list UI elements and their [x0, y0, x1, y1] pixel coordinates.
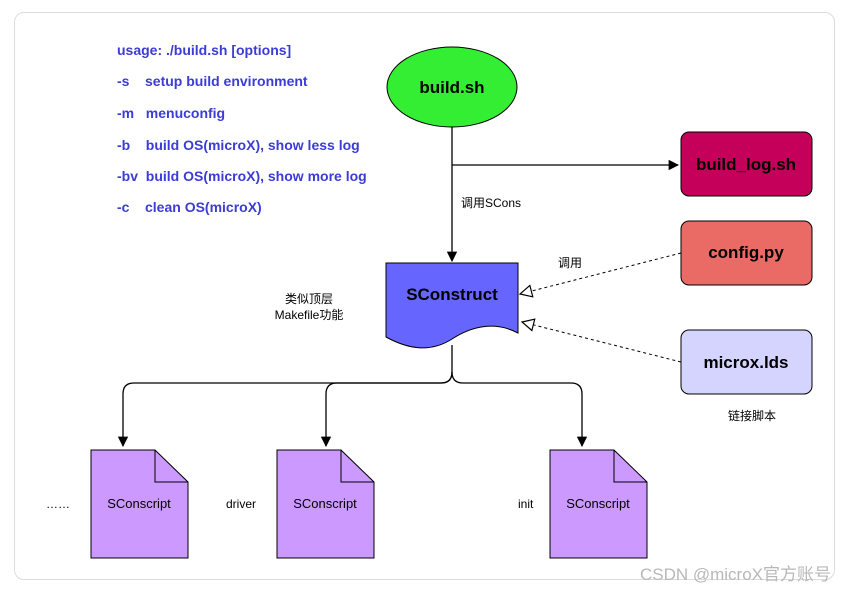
node-config-py-label: config.py [708, 243, 784, 262]
arrow-config-to-sconstruct [520, 252, 682, 294]
label-makefile-line1: 类似顶层 [285, 292, 333, 306]
node-sconscript-label: SConscript [566, 496, 630, 511]
label-link-script: 链接脚本 [728, 408, 776, 423]
label-driver: driver [226, 497, 256, 511]
arrow-sconstruct-to-sconscript-1 [117, 345, 453, 448]
arrow-sconstruct-to-sconscript-2 [320, 371, 453, 448]
label-call-scons: 调用SCons [461, 196, 521, 210]
node-sconscript-1: SConscript [90, 449, 189, 559]
node-sconscript-label: SConscript [293, 496, 357, 511]
node-build-log-label: build_log.sh [696, 155, 796, 174]
label-dots: …… [46, 497, 70, 511]
usage-text-block: usage: ./build.sh [options] -s setup bui… [117, 42, 367, 215]
usage-line: -c clean OS(microX) [117, 199, 262, 215]
node-microx-lds-label: microx.lds [703, 353, 788, 372]
label-makefile-line2: Makefile功能 [275, 308, 344, 322]
node-build-log-sh: build_log.sh [680, 131, 813, 197]
usage-line: -b build OS(microX), show less log [117, 137, 360, 153]
connectors [117, 127, 682, 448]
arrow-sconstruct-to-sconscript-3 [451, 371, 588, 448]
node-sconscript-label: SConscript [107, 496, 171, 511]
usage-line: -m menuconfig [117, 105, 225, 121]
usage-line: -s setup build environment [117, 73, 308, 89]
node-config-py: config.py [680, 220, 813, 286]
label-init: init [518, 497, 534, 511]
watermark: CSDN @microX官方账号 [640, 565, 831, 584]
node-sconstruct-label: SConstruct [406, 285, 498, 304]
usage-line: usage: ./build.sh [options] [117, 42, 291, 58]
node-sconscript-2: SConscript [276, 449, 375, 559]
arrow-lds-to-sconstruct [522, 322, 682, 363]
usage-line: -bv build OS(microX), show more log [117, 168, 367, 184]
node-build-sh-label: build.sh [419, 78, 484, 97]
label-call: 调用 [558, 256, 582, 270]
node-microx-lds: microx.lds [680, 329, 813, 395]
node-sconscript-3: SConscript [549, 449, 648, 559]
node-sconstruct: SConstruct [385, 262, 519, 349]
edge-labels: 调用SCons 调用 类似顶层 Makefile功能 链接脚本 …… drive… [46, 196, 776, 511]
node-build-sh: build.sh [386, 46, 518, 128]
